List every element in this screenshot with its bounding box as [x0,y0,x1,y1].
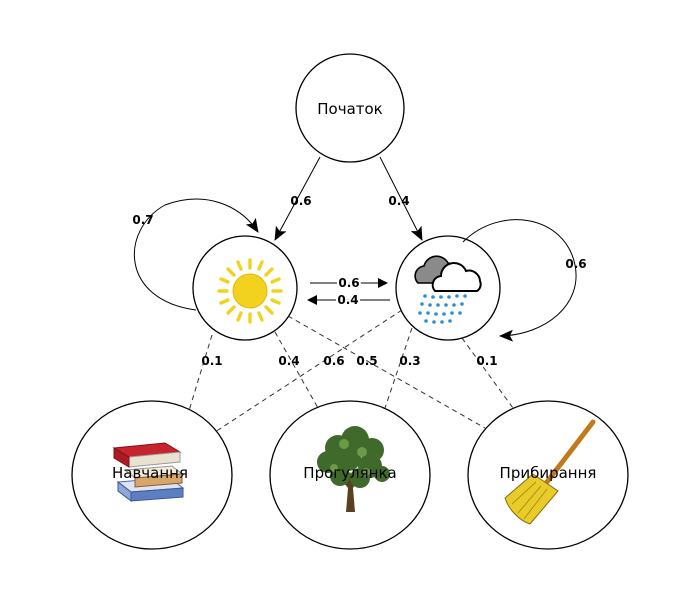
sunny-self-transition-probability: 0.7 [132,213,153,227]
start-to-sunny-arrow [274,156,321,241]
rainy-to-sunny-probability: 0.4 [337,293,358,307]
observation-node-study: Навчання [71,400,233,550]
emission-sunny-clean-probability: 0.5 [356,354,377,368]
emission-edge-rainy-study [214,309,403,433]
observation-node-walk: Прогулянка [269,400,431,550]
emission-rainy-clean-probability: 0.1 [476,354,497,368]
sunny-to-rainy-probability: 0.6 [338,276,359,290]
emission-rainy-walk-probability: 0.3 [399,354,420,368]
rainy-self-loop-arrow [462,219,577,342]
sun-icon [217,258,283,324]
emission-edge-sunny-clean [287,315,486,429]
emission-sunny-walk-probability: 0.4 [278,354,299,368]
start-node: Початок [295,53,405,163]
observation-clean-label: Прибирання [500,464,597,482]
tree-icon [317,426,390,512]
observation-node-clean: Прибирання [467,400,629,550]
broom-icon [504,419,596,525]
rain-cloud-icon [414,255,482,324]
emission-edge-sunny-walk [274,331,319,409]
rainy-self-transition-probability: 0.6 [565,257,586,271]
observation-walk-label: Прогулянка [303,464,396,482]
emission-edge-rainy-clean [461,337,514,409]
emission-edge-sunny-study [187,334,213,415]
state-node-rainy [395,235,501,341]
emission-rainy-study-probability: 0.6 [323,354,344,368]
books-icon [112,442,185,503]
start-label: Початок [317,100,383,118]
sunny-self-loop-arrow [134,198,259,311]
state-node-sunny [192,235,298,341]
emission-sunny-study-probability: 0.1 [201,354,222,368]
start-sunny-probability: 0.6 [290,194,311,208]
observation-study-label: Навчання [112,464,188,482]
emission-edge-rainy-walk [384,327,413,409]
start-to-rainy-arrow [379,156,423,241]
start-rainy-probability: 0.4 [388,194,409,208]
